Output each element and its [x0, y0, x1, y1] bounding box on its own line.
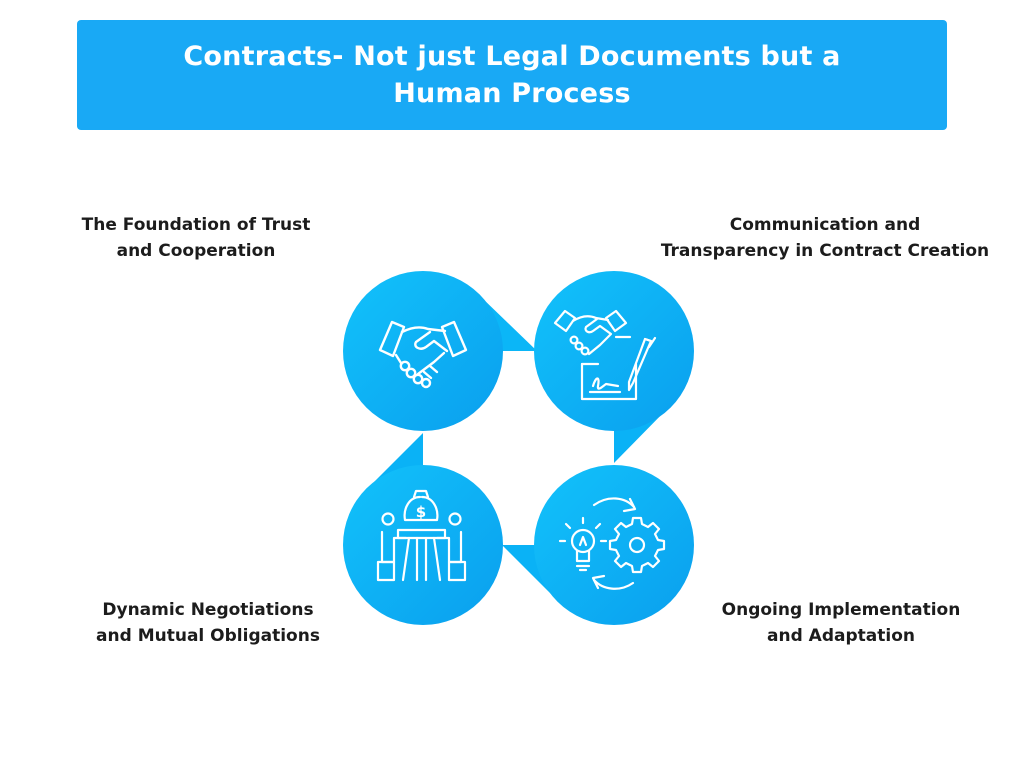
step-bubble-negotiations — [343, 433, 503, 625]
step-label-communication: Communication and Transparency in Contra… — [650, 212, 1000, 264]
title-banner: Contracts- Not just Legal Documents but … — [77, 20, 947, 130]
step-label-negotiations-line-1: Dynamic Negotiations — [102, 600, 314, 620]
step-label-trust: The Foundation of Trust and Cooperation — [66, 212, 326, 264]
handshake-icon — [378, 320, 468, 389]
svg-text:$: $ — [416, 503, 426, 521]
negotiation-table-icon: $ — [376, 489, 467, 582]
step-bubble-communication — [534, 271, 694, 463]
step-bubble-implementation — [502, 465, 694, 625]
step-label-implementation: Ongoing Implementation and Adaptation — [706, 597, 976, 649]
step-label-communication-line-2: Transparency in Contract Creation — [660, 241, 990, 261]
idea-gear-cycle-icon — [558, 497, 666, 590]
contract-signing-icon — [553, 309, 657, 401]
step-bubble-trust — [343, 271, 537, 431]
step-label-negotiations-line-2: and Mutual Obligations — [96, 626, 320, 646]
step-label-negotiations: Dynamic Negotiations and Mutual Obligati… — [78, 597, 338, 649]
step-label-trust-line-2: and Cooperation — [116, 241, 276, 261]
title-line-1: Contracts- Not just Legal Documents but … — [183, 41, 841, 72]
step-label-communication-line-1: Communication and — [729, 215, 921, 235]
step-label-implementation-line-1: Ongoing Implementation — [721, 600, 961, 620]
step-label-implementation-line-2: and Adaptation — [767, 626, 915, 646]
title-line-2: Human Process — [393, 78, 631, 109]
step-label-trust-line-1: The Foundation of Trust — [81, 215, 311, 235]
